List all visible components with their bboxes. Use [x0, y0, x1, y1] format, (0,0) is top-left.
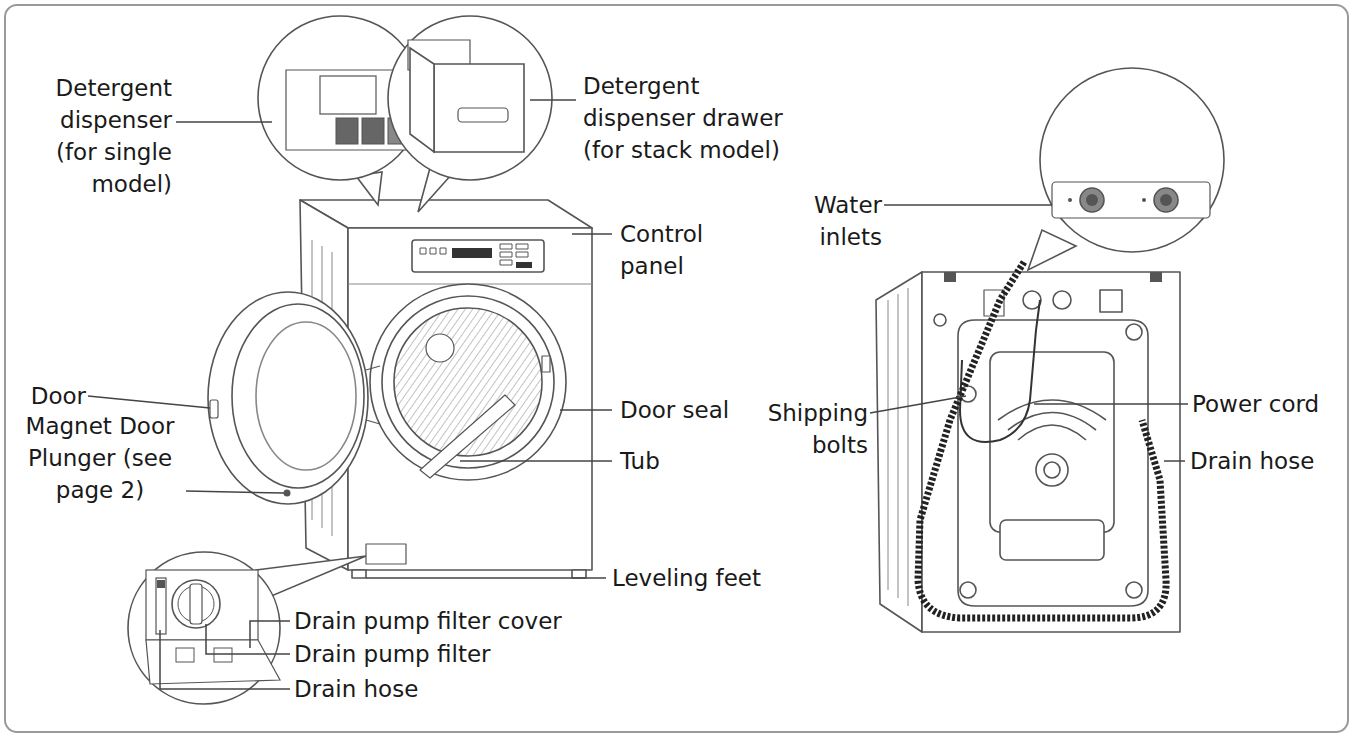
- part-label: Magnet Door Plunger (see page 2): [14, 410, 186, 506]
- part-label: Shipping bolts: [756, 397, 868, 461]
- part-label: Power cord: [1192, 388, 1342, 420]
- part-label: Detergent dispenser (for single model): [20, 72, 172, 200]
- part-label: Drain hose: [1190, 445, 1340, 477]
- frame: [5, 5, 1348, 732]
- part-label: Drain hose: [294, 673, 614, 705]
- part-label: Door: [20, 380, 86, 412]
- front-washer: [208, 200, 592, 578]
- part-label: Detergent dispenser drawer (for stack mo…: [583, 70, 803, 166]
- leader-lines: [88, 100, 1188, 689]
- part-label: Water inlets: [790, 189, 882, 253]
- part-label: Leveling feet: [612, 562, 832, 594]
- part-label: Control panel: [620, 218, 720, 282]
- part-label: Tub: [620, 445, 820, 477]
- drawer-callout: [388, 16, 552, 212]
- part-label: Drain pump filter: [294, 638, 614, 670]
- part-label: Drain pump filter cover: [294, 605, 614, 637]
- inlet-callout: [1028, 68, 1224, 270]
- drain-hose: [918, 262, 1166, 618]
- rear-washer: [876, 272, 1180, 632]
